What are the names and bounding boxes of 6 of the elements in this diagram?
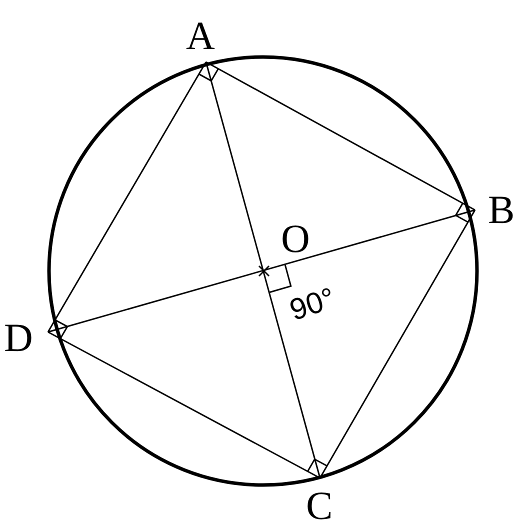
- angle-label: 90°: [286, 284, 339, 326]
- point-label: B: [488, 190, 515, 230]
- point-label: C: [306, 486, 333, 526]
- point-label: D: [4, 318, 33, 358]
- point-label: A: [186, 16, 215, 56]
- point-label: O: [281, 219, 310, 259]
